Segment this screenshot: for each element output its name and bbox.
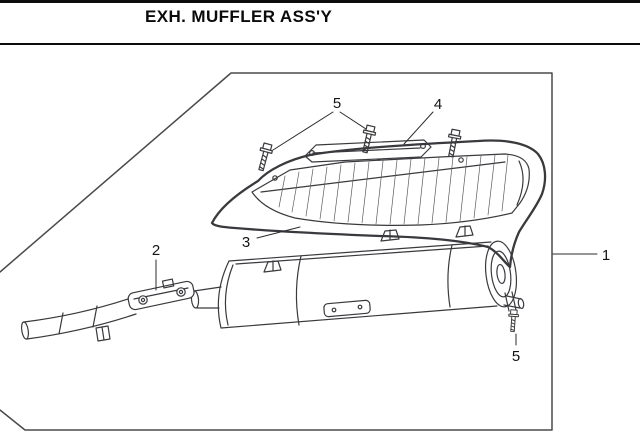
tail-clamp <box>504 291 520 333</box>
callout-5-bottom: 5 <box>512 333 520 365</box>
muffler-body <box>217 225 498 329</box>
callout-2-label: 2 <box>152 242 160 259</box>
callout-1: 1 <box>552 247 610 264</box>
callout-5-top-label: 5 <box>333 95 341 112</box>
callout-3-label: 3 <box>242 234 250 251</box>
callouts: 5 4 3 2 1 5 <box>152 95 610 365</box>
clamp-screw-icon <box>507 309 520 333</box>
callout-3: 3 <box>242 226 301 251</box>
highlight-outline <box>210 139 547 269</box>
callout-1-label: 1 <box>602 247 610 264</box>
screw-top-left-icon <box>254 141 275 173</box>
muffler-end-cap <box>484 240 525 310</box>
exhaust-pipe <box>20 297 137 342</box>
heat-shield <box>251 153 530 226</box>
callout-2: 2 <box>152 242 160 291</box>
callout-4: 4 <box>403 96 442 145</box>
pipe-flange-joint <box>127 278 222 311</box>
callout-4-label: 4 <box>434 96 442 113</box>
page-title: EXH. MUFFLER ASS'Y <box>145 7 333 26</box>
callout-5-bottom-label: 5 <box>512 348 520 365</box>
callout-5-top: 5 <box>272 95 367 151</box>
diagram-frame <box>0 72 553 431</box>
page-header: EXH. MUFFLER ASS'Y <box>0 0 640 45</box>
